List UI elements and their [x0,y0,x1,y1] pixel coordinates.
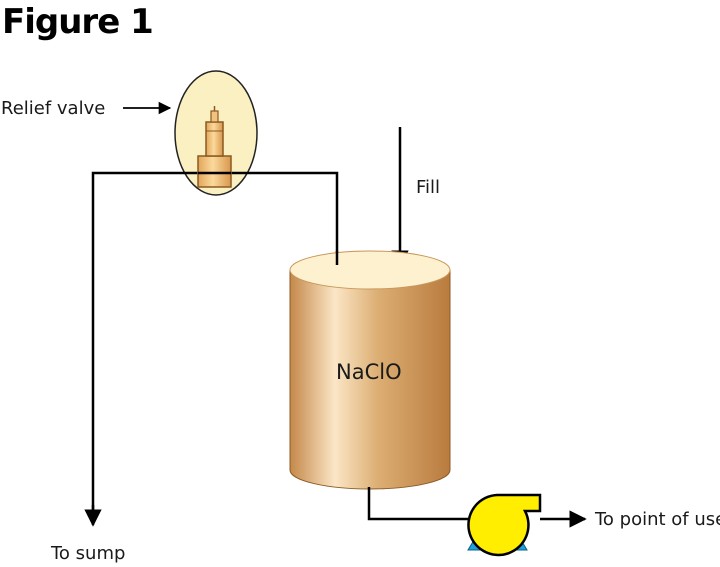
to-sump-label: To sump [50,543,125,564]
naclo-tank [289,250,451,490]
tank-label: NaClO [336,360,402,384]
relief-valve-label: Relief valve [1,98,105,119]
outlet-pipe [367,487,470,521]
pump-icon [467,493,542,557]
to-point-of-use-label: To point of use [594,509,720,530]
relief-valve-icon [197,106,232,188]
figure-title: Figure 1 [2,2,153,42]
fill-label: Fill [416,177,440,198]
